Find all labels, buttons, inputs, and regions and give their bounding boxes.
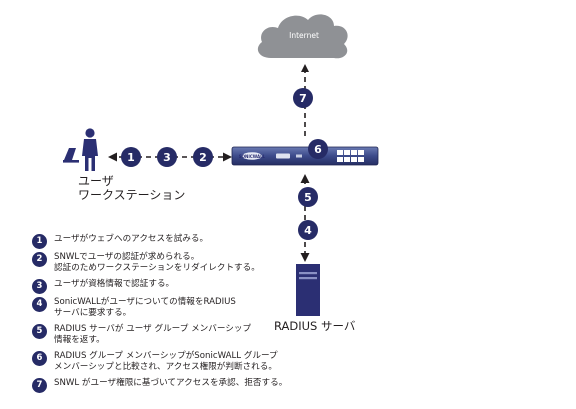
- step-number-badge: 1: [32, 234, 47, 249]
- step-number-badge: 7: [32, 378, 47, 393]
- user-workstation-label-line1: ユーザ: [78, 174, 114, 188]
- sonicwall-logo-icon: [242, 152, 262, 160]
- radius-server-label: RADIUS サーバ: [274, 319, 356, 333]
- svg-text:7: 7: [299, 92, 307, 105]
- diagram-step-badge-1: 1: [121, 147, 141, 167]
- diagram-step-badge-3: 3: [157, 147, 177, 167]
- user-workstation-icon: [63, 128, 98, 171]
- svg-text:6: 6: [314, 143, 322, 156]
- diagram-step-badge-2: 2: [193, 147, 213, 167]
- step-text-continued: 認証のためワークステーションをリダイレクトする。: [54, 263, 260, 273]
- step-text-continued: サーバに要求する。: [54, 308, 132, 318]
- user-workstation-label: ユーザ ワークステーション: [78, 174, 185, 202]
- svg-text:3: 3: [163, 151, 171, 164]
- svg-text:1: 1: [127, 151, 135, 164]
- step-text-continued: メンバーシップと比較され、アクセス権限が判断される。: [54, 362, 277, 372]
- svg-text:2: 2: [199, 151, 207, 164]
- radius-server-icon: [296, 264, 320, 316]
- step-text: ユーザがウェブへのアクセスを試みる。: [54, 234, 209, 244]
- step-number-badge: 4: [32, 297, 47, 312]
- step-item-1: 1 ユーザがウェブへのアクセスを試みる。: [32, 234, 352, 249]
- step-text: RADIUS サーバが ユーザ グループ メンバーシップ: [54, 324, 252, 334]
- step-list: 1 ユーザがウェブへのアクセスを試みる。 2 SNWLでユーザの認証が求められる…: [32, 234, 352, 393]
- step-text-continued: 情報を返す。: [54, 335, 105, 345]
- step-text: ユーザが資格情報で認証する。: [54, 279, 175, 289]
- svg-text:5: 5: [304, 191, 312, 204]
- svg-text:4: 4: [304, 224, 312, 237]
- firewall-console-port-icon: [276, 153, 290, 159]
- step-text: SonicWALLがユーザについての情報をRADIUS: [54, 297, 236, 307]
- sonicwall-brand-label: SONICWALL: [239, 154, 266, 159]
- user-workstation-label-line2: ワークステーション: [78, 188, 186, 202]
- step-item-5: 5 RADIUS サーバが ユーザ グループ メンバーシップ 情報を返す。: [32, 324, 352, 346]
- arrowhead-to-firewall: [223, 152, 232, 162]
- step-number-badge: 2: [32, 252, 47, 267]
- diagram-step-badge-4: 4: [298, 220, 318, 240]
- step-text: SNWL がユーザ権限に基づいてアクセスを承認、拒否する。: [54, 378, 288, 388]
- firewall-ethernet-ports-icon: [337, 150, 364, 162]
- step-text: SNWLでユーザの認証が求められる。: [54, 252, 200, 262]
- step-item-4: 4 SonicWALLがユーザについての情報をRADIUS サーバに要求する。: [32, 297, 352, 319]
- step-number-badge: 5: [32, 324, 47, 339]
- diagram-step-badge-5: 5: [298, 187, 318, 207]
- arrowhead-to-workstation: [108, 152, 117, 162]
- step-number-badge: 3: [32, 279, 47, 294]
- diagram-step-badge-7: 7: [293, 88, 313, 108]
- internet-cloud-icon: Internet: [257, 14, 348, 59]
- firewall-led-icon: [296, 154, 302, 158]
- step-item-6: 6 RADIUS グループ メンバーシップがSonicWALL グループ メンバ…: [32, 351, 352, 373]
- step-item-3: 3 ユーザが資格情報で認証する。: [32, 279, 352, 294]
- arrowhead-up-to-firewall: [300, 174, 310, 183]
- step-text: RADIUS グループ メンバーシップがSonicWALL グループ: [54, 351, 278, 361]
- step-item-2: 2 SNWLでユーザの認証が求められる。 認証のためワークステーションをリダイレ…: [32, 252, 352, 274]
- internet-label: Internet: [289, 31, 319, 40]
- firewall-appliance-icon: SONICWALL: [231, 146, 379, 166]
- arrowhead-down-to-radius: [300, 253, 310, 262]
- step-item-7: 7 SNWL がユーザ権限に基づいてアクセスを承認、拒否する。: [32, 378, 352, 393]
- diagram-step-badge-6: 6: [308, 139, 328, 159]
- step-number-badge: 6: [32, 351, 47, 366]
